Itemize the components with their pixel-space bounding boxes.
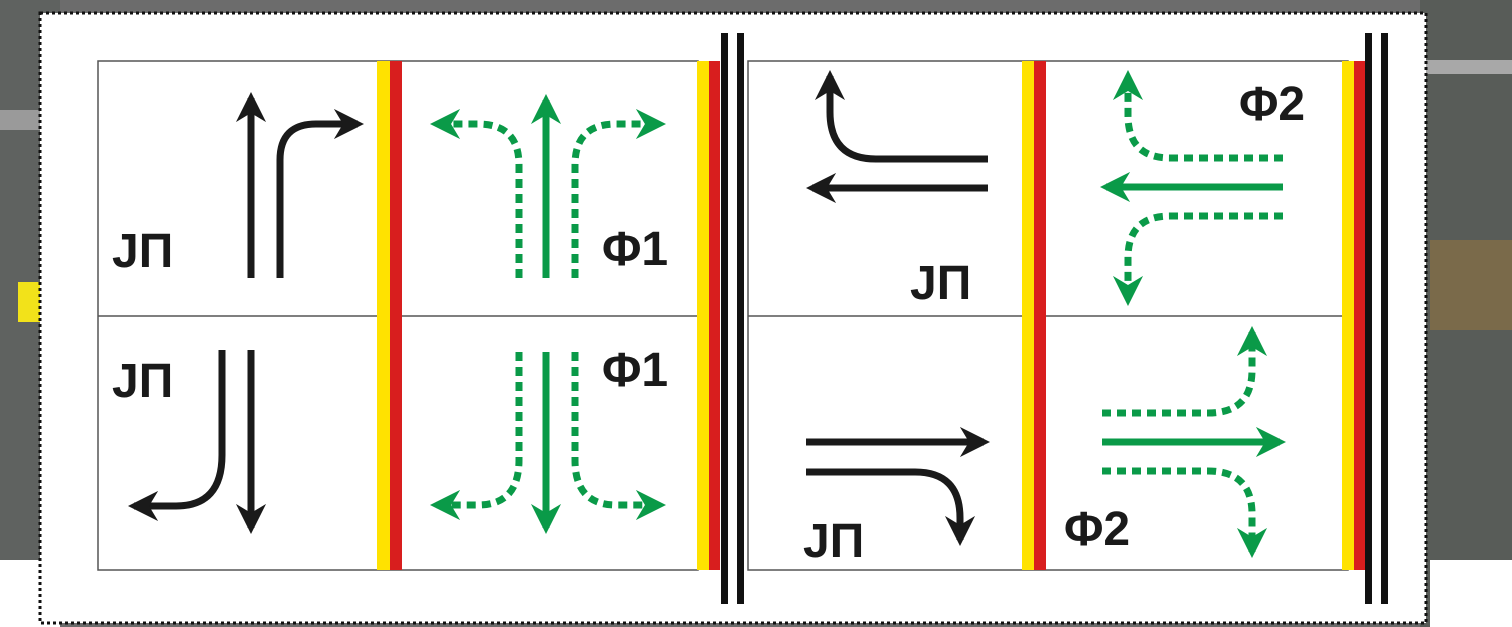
- signal-bar-left-end: [697, 61, 720, 570]
- green-straight-left-right-arrows-icon: [429, 93, 667, 278]
- jp-label-panel3: ЈП: [112, 355, 173, 408]
- phase2-label-panel8: Φ2: [1064, 503, 1130, 556]
- straight-and-right-turn-arrows-icon: [806, 426, 991, 547]
- green-straight-left-right-arrows-icon: [429, 352, 667, 535]
- straight-and-right-arrows-icon: [235, 91, 365, 278]
- divider-center: [721, 33, 744, 604]
- phase1-label-panel4: Φ1: [602, 344, 668, 397]
- signal-bar-right-end: [1342, 61, 1365, 570]
- phase2-label-panel6: Φ2: [1239, 78, 1305, 131]
- diagram-frame: [38, 11, 1428, 625]
- jp-label-panel7: ЈП: [803, 515, 864, 568]
- green-straight-left-right-arrows-icon: [1099, 69, 1283, 307]
- signal-bar-right-mid: [1022, 61, 1046, 570]
- green-straight-left-right-arrows-icon: [1102, 325, 1287, 559]
- signal-bar-left-mid: [377, 61, 402, 570]
- jp-label-panel5: ЈП: [910, 257, 971, 310]
- straight-and-right-turn-arrows-icon: [127, 350, 267, 535]
- jp-label-panel1: ЈП: [112, 225, 173, 278]
- phase1-label-panel2: Φ1: [602, 223, 668, 276]
- divider-right: [1365, 33, 1388, 604]
- straight-and-right-turn-arrows-icon: [805, 69, 988, 204]
